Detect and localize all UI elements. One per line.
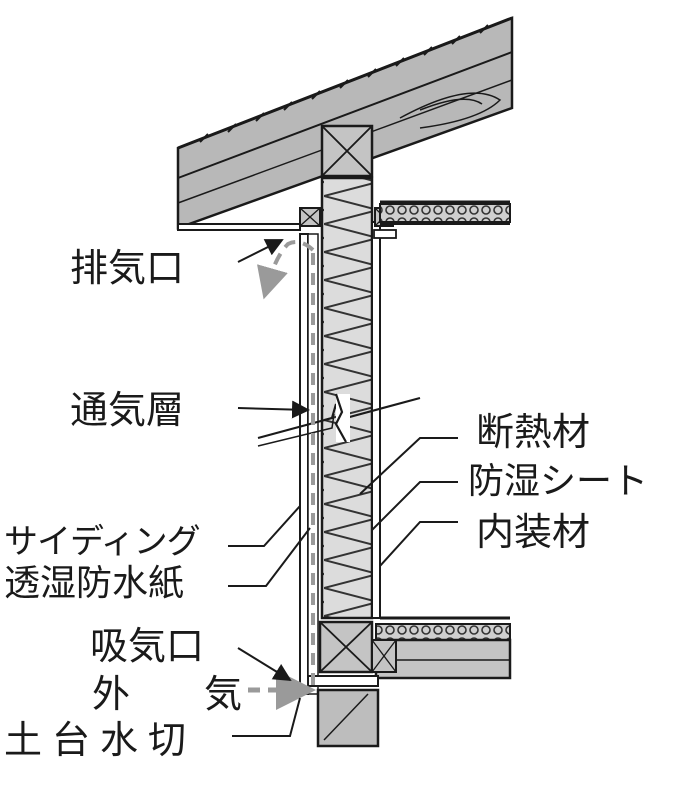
leader-sill-flashing (232, 697, 301, 737)
leader-intake-vent (237, 647, 292, 682)
wall-section (299, 176, 381, 695)
leader-lines (228, 239, 458, 737)
label-insulation: 断熱材 (476, 410, 591, 454)
leader-breathable-paper (228, 527, 311, 587)
label-siding: サイディング (4, 522, 201, 562)
leader-insulation (359, 437, 458, 495)
label-outside-air: 外 気 (92, 672, 261, 716)
airflow-path (248, 240, 316, 710)
label-vapor-barrier: 防湿シート (468, 461, 649, 502)
leader-siding (228, 505, 301, 547)
eave-soffit (177, 223, 301, 231)
roof (176, 16, 514, 230)
label-air-layer: 通気層 (70, 388, 185, 432)
leader-vapor-barrier (371, 481, 458, 531)
top-plate (320, 124, 374, 178)
label-intake-vent: 吸気口 (90, 624, 205, 668)
label-breathable-paper: 透湿防水紙 (4, 563, 185, 604)
break-line (257, 393, 421, 447)
foundation (316, 688, 380, 748)
lower-floor (374, 616, 512, 680)
label-interior-finish: 内装材 (476, 510, 591, 554)
label-sill-flashing: 土台水切 (4, 718, 197, 762)
sill-blocks (307, 620, 397, 687)
label-exhaust-vent: 排気口 (70, 246, 185, 290)
leader-air-layer (237, 400, 310, 419)
upper-floor (379, 200, 511, 225)
leader-interior-finish (379, 521, 458, 567)
leader-exhaust-vent (237, 239, 284, 263)
